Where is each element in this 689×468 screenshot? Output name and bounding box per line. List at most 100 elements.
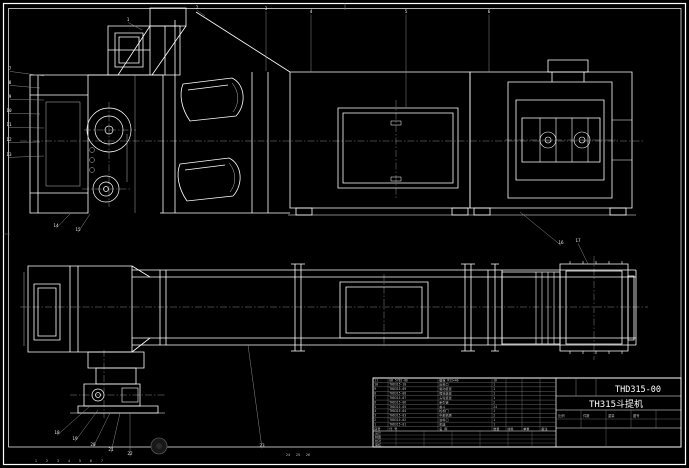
svg-text:名 称: 名 称 <box>439 426 447 431</box>
svg-text:21: 21 <box>108 447 114 453</box>
svg-text:11: 11 <box>6 122 12 128</box>
svg-text:THD315-08: THD315-08 <box>389 392 406 396</box>
svg-text:18: 18 <box>54 430 60 436</box>
svg-text:8: 8 <box>9 80 12 86</box>
svg-text:螺栓 M12×40: 螺栓 M12×40 <box>439 377 458 382</box>
svg-text:1: 1 <box>493 387 495 391</box>
svg-text:17: 17 <box>575 238 581 244</box>
svg-text:7: 7 <box>374 396 376 400</box>
svg-text:牵引链: 牵引链 <box>439 399 448 404</box>
title-block <box>556 378 681 447</box>
svg-text:1: 1 <box>493 418 495 422</box>
drawing-name: TH315斗提机 <box>589 398 643 410</box>
svg-text:13: 13 <box>6 152 12 158</box>
svg-text:1: 1 <box>374 422 376 426</box>
svg-text:10: 10 <box>6 108 12 114</box>
svg-text:检视门: 检视门 <box>439 408 448 413</box>
svg-text:驱动装置: 驱动装置 <box>439 386 451 391</box>
svg-text:24: 24 <box>493 405 497 409</box>
svg-text:THD315-02: THD315-02 <box>389 418 406 422</box>
svg-text:16: 16 <box>493 378 497 382</box>
svg-text:2: 2 <box>374 418 376 422</box>
svg-text:THD315-03: THD315-03 <box>389 414 406 418</box>
svg-text:4: 4 <box>374 409 376 413</box>
svg-text:1: 1 <box>35 459 37 463</box>
svg-text:3: 3 <box>57 459 59 463</box>
svg-text:11: 11 <box>374 378 378 382</box>
svg-text:6: 6 <box>374 400 376 404</box>
svg-text:1: 1 <box>493 383 495 387</box>
svg-text:出料口: 出料口 <box>439 382 448 387</box>
svg-text:THD315-04: THD315-04 <box>389 409 406 413</box>
svg-text:THD315-07: THD315-07 <box>389 396 406 400</box>
title-block-labels: 比例 件数 重量 图号 <box>558 413 640 418</box>
svg-text:2: 2 <box>493 414 495 418</box>
svg-text:2: 2 <box>196 5 199 11</box>
svg-text:1: 1 <box>493 392 495 396</box>
parts-table <box>372 377 682 448</box>
svg-text:25: 25 <box>296 453 300 457</box>
svg-text:7: 7 <box>101 459 103 463</box>
svg-text:3: 3 <box>265 6 268 12</box>
svg-text:材料: 材料 <box>507 426 513 431</box>
svg-text:4: 4 <box>68 459 70 463</box>
svg-text:22: 22 <box>127 451 133 457</box>
svg-text:6: 6 <box>90 459 92 463</box>
margin-marks: 1 2 3 4 5 6 7 24 25 26 <box>35 453 310 463</box>
stamp-logo <box>150 437 168 455</box>
centerlines <box>20 100 648 418</box>
svg-text:GB 5782-86: GB 5782-86 <box>389 378 408 382</box>
svg-text:9: 9 <box>374 387 376 391</box>
svg-text:2: 2 <box>493 400 495 404</box>
svg-text:4: 4 <box>310 9 313 15</box>
svg-text:20: 20 <box>90 442 96 448</box>
svg-text:7: 7 <box>9 66 12 72</box>
svg-text:5: 5 <box>374 405 376 409</box>
svg-text:5: 5 <box>405 9 408 15</box>
svg-text:比例: 比例 <box>558 413 565 418</box>
svg-text:单重: 单重 <box>523 426 529 431</box>
svg-text:6: 6 <box>488 9 491 15</box>
svg-text:5: 5 <box>79 459 81 463</box>
svg-text:16: 16 <box>558 240 564 246</box>
svg-text:14: 14 <box>53 223 59 229</box>
svg-text:重量: 重量 <box>608 413 615 418</box>
svg-text:头轮装置: 头轮装置 <box>439 395 451 400</box>
svg-text:1: 1 <box>493 422 495 426</box>
svg-text:中部机壳: 中部机壳 <box>439 413 451 418</box>
svg-text:机座: 机座 <box>439 421 445 426</box>
svg-text:3: 3 <box>374 414 376 418</box>
svg-text:THD315-06: THD315-06 <box>389 400 406 404</box>
svg-text:THD315-01: THD315-01 <box>389 422 406 426</box>
bottom-view-drawing <box>23 261 637 414</box>
svg-text:数量: 数量 <box>493 426 499 431</box>
svg-text:畚斗: 畚斗 <box>439 404 445 409</box>
svg-text:1: 1 <box>493 409 495 413</box>
svg-text:24: 24 <box>286 453 290 457</box>
svg-text:THD315-10: THD315-10 <box>389 383 406 387</box>
svg-text:23: 23 <box>259 443 265 449</box>
svg-text:1: 1 <box>127 17 130 23</box>
svg-text:尾轮装置: 尾轮装置 <box>439 391 451 396</box>
svg-text:备注: 备注 <box>541 426 547 431</box>
svg-text:2: 2 <box>46 459 48 463</box>
svg-text:9: 9 <box>9 94 12 100</box>
svg-text:件数: 件数 <box>583 413 590 418</box>
svg-text:制图: 制图 <box>375 434 381 439</box>
svg-text:图号: 图号 <box>633 413 640 418</box>
svg-text:校对: 校对 <box>375 438 381 443</box>
svg-text:15: 15 <box>75 227 81 233</box>
svg-text:1: 1 <box>493 396 495 400</box>
top-view-drawing <box>29 7 636 216</box>
svg-text:12: 12 <box>6 137 12 143</box>
svg-text:设计: 设计 <box>375 430 381 435</box>
svg-text:代 号: 代 号 <box>389 426 397 431</box>
svg-text:26: 26 <box>306 453 310 457</box>
svg-text:序号: 序号 <box>374 426 380 431</box>
svg-text:审核: 审核 <box>375 442 381 447</box>
